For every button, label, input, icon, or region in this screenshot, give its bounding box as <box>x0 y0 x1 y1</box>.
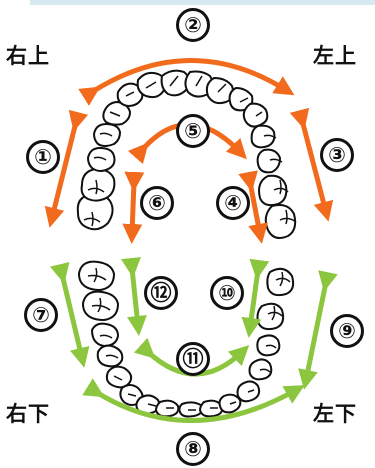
arrow-7 <box>62 274 82 358</box>
tooth-upper-right-molar-2 <box>82 169 115 201</box>
arrow-3 <box>302 120 326 212</box>
label-upper-right: 右上 <box>6 40 50 70</box>
region-9-number: ⑨ <box>330 314 364 348</box>
region-5-number: ⑤ <box>176 114 210 148</box>
tooth-lower-right-canine <box>107 367 131 388</box>
region-12-number: ⑫ <box>144 276 178 310</box>
region-6-number: ⑥ <box>140 186 174 220</box>
region-10-number: ⑩ <box>210 276 244 310</box>
arrow-1 <box>52 122 76 218</box>
tooth-upper-right-premolar-1 <box>88 148 115 171</box>
region-8-number: ⑧ <box>176 432 210 466</box>
region-4-number: ④ <box>216 186 250 220</box>
tooth-upper-left-molar-2 <box>266 205 295 238</box>
arrow-12 <box>132 268 138 326</box>
label-upper-left: 左上 <box>313 40 357 70</box>
tooth-upper-left-molar-1 <box>259 176 286 205</box>
tooth-upper-right-premolar-2 <box>94 124 120 146</box>
region-1-number: ① <box>26 140 60 174</box>
upper-teeth <box>78 71 295 238</box>
region-7-number: ⑦ <box>24 298 58 332</box>
arrow-6 <box>132 182 134 234</box>
tooth-upper-left-premolar-2 <box>258 150 280 173</box>
tooth-lower-left-molar-1 <box>258 304 284 329</box>
lower-teeth <box>79 262 293 417</box>
top-bar <box>30 0 375 5</box>
label-lower-right: 右下 <box>6 398 50 428</box>
region-2-number: ② <box>176 8 210 42</box>
label-lower-left: 左下 <box>313 398 357 428</box>
tooth-upper-left-canine <box>244 104 268 127</box>
region-11-number: ⑪ <box>176 342 210 376</box>
region-3-number: ③ <box>320 138 354 172</box>
arrow-9 <box>306 282 326 380</box>
